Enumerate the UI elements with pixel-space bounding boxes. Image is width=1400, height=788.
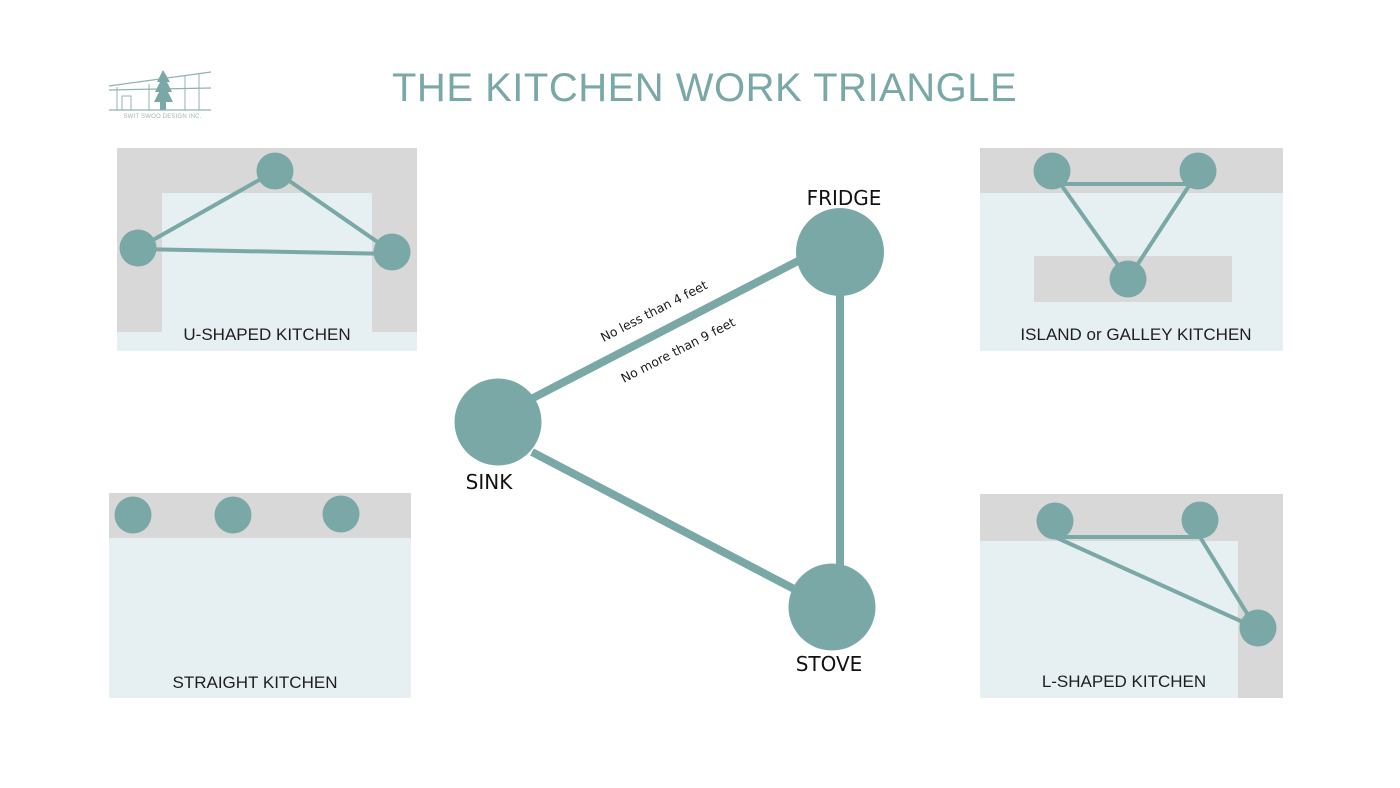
- wall-counter: [109, 493, 411, 538]
- workstation-node: [1179, 152, 1217, 190]
- sink-node: [454, 378, 542, 466]
- triangle-edges: [530, 256, 844, 594]
- island-galley-kitchen-panel: ISLAND or GALLEY KITCHEN: [980, 148, 1283, 351]
- house-tree-logo-icon: [108, 70, 212, 111]
- triangle-lines: [1050, 170, 1200, 281]
- workstation-node: [1033, 152, 1071, 190]
- l-shaped-label: L-SHAPED KITCHEN: [1042, 672, 1206, 691]
- workstation-node: [214, 496, 252, 534]
- main-work-triangle: FRIDGE SINK STOVE No less than 4 feet No…: [454, 186, 884, 676]
- page-title: THE KITCHEN WORK TRIANGLE: [392, 66, 1018, 110]
- workstation-node: [322, 495, 360, 533]
- workstation-node: [256, 152, 294, 190]
- straight-kitchen-panel: STRAIGHT KITCHEN: [109, 493, 411, 698]
- stove-node: [788, 563, 876, 651]
- l-shaped-kitchen-panel: L-SHAPED KITCHEN: [980, 494, 1283, 698]
- l-counter: [980, 494, 1283, 698]
- workstation-node: [1036, 502, 1074, 540]
- fridge-label: FRIDGE: [807, 186, 882, 210]
- straight-label: STRAIGHT KITCHEN: [173, 673, 338, 692]
- wall-counter: [980, 148, 1283, 193]
- company-logo: SWIT SWOO DESIGN INC.: [105, 66, 220, 126]
- logo-text: SWIT SWOO DESIGN INC.: [123, 114, 202, 120]
- workstation-node: [1239, 609, 1277, 647]
- triangle-lines: [136, 169, 394, 256]
- workstation-node: [1109, 260, 1147, 298]
- stove-label: STOVE: [796, 652, 863, 676]
- sink-label: SINK: [466, 470, 514, 494]
- sink-fridge-edge: [531, 256, 802, 402]
- triangle-lines: [1054, 535, 1258, 630]
- workstation-node: [1181, 501, 1219, 539]
- workstation-node: [119, 229, 157, 267]
- u-shaped-kitchen-panel: U-SHAPED KITCHEN: [117, 148, 417, 351]
- sink-stove-edge: [530, 448, 798, 594]
- island-galley-label: ISLAND or GALLEY KITCHEN: [1020, 325, 1251, 344]
- workstation-node: [114, 496, 152, 534]
- fridge-node: [796, 208, 884, 296]
- workstation-node: [373, 233, 411, 271]
- u-shaped-label: U-SHAPED KITCHEN: [183, 325, 350, 344]
